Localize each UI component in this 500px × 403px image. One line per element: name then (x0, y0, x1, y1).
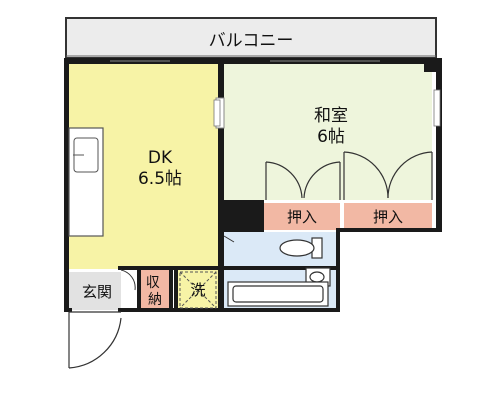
oshiire-closet-2 (344, 203, 432, 230)
shuno-label-char2: 納 (148, 292, 162, 308)
washitsu-label: 和室 (314, 106, 348, 126)
toilet-icon (279, 237, 323, 259)
genkan-area (69, 272, 121, 310)
dk-label: DK (148, 148, 173, 168)
genkan-inner-door (120, 269, 136, 291)
genkan-label: 玄関 (82, 283, 112, 301)
closet-door-swings (265, 151, 433, 200)
washitsu-size: 6帖 (317, 127, 345, 147)
sliding-door-washitsu-right (433, 89, 441, 127)
shuno-label-char1: 収 (146, 275, 160, 291)
washer-space (179, 271, 217, 309)
shuno-closet (141, 270, 169, 310)
dk-size: 6.5帖 (138, 169, 182, 189)
oshiire-closet-1 (264, 203, 340, 230)
entrance-door (68, 311, 122, 369)
walls (64, 58, 442, 312)
oshiire-label-1: 押入 (287, 208, 317, 226)
washitsu-room (224, 64, 432, 200)
bathtub-icon (227, 281, 329, 307)
sliding-door-dk (213, 99, 221, 127)
sen-label: 洗 (190, 281, 205, 299)
oshiire-label-2: 押入 (373, 208, 403, 226)
balcony-label: バルコニー (209, 31, 294, 51)
balcony (65, 17, 437, 59)
bath-door (223, 235, 235, 243)
shuno-label: 収 納 (146, 275, 164, 308)
